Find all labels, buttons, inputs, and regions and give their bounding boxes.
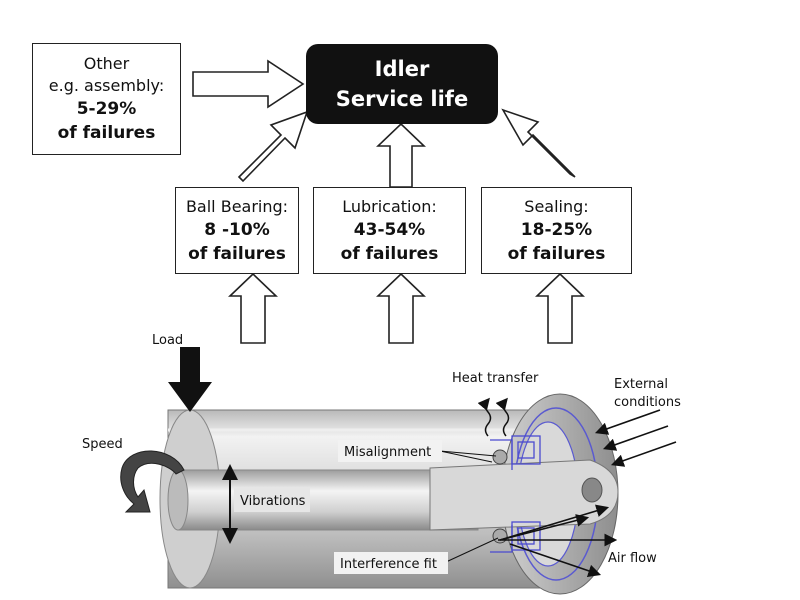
air-flow-arrows [498, 504, 618, 577]
heat-transfer-arrows [477, 397, 510, 437]
lubrication-percent: 43-54% [353, 219, 426, 240]
sealing-percent: 18-25% [520, 219, 593, 240]
misalignment-label: Misalignment [344, 445, 431, 460]
external-conditions-label-line1: External [614, 377, 668, 392]
ball-bearing-label: Ball Bearing: [185, 196, 289, 216]
arrow-bearing-to-main [237, 110, 309, 183]
speed-label: Speed [82, 437, 123, 452]
arrow-up-sealing [535, 272, 585, 344]
arrow-up-bearing [228, 272, 278, 344]
ball-bearing-percent: 8 -10% [204, 219, 270, 240]
external-conditions-arrows [594, 409, 677, 467]
other-title: Other [83, 54, 130, 73]
load-arrow [168, 347, 212, 412]
arrow-other-to-main [192, 59, 305, 109]
other-failures-box: Other e.g. assembly: 5-29% of failures [32, 43, 181, 155]
arrow-sealing-to-main [501, 108, 576, 178]
main-title-line1: Idler [374, 57, 430, 81]
other-suffix: of failures [57, 123, 156, 143]
interference-fit-leader [445, 537, 499, 563]
misalignment-leaders [439, 450, 497, 463]
heat-transfer-label: Heat transfer [452, 371, 539, 386]
lubrication-box: Lubrication: 43-54% of failures [313, 187, 466, 274]
ball-bearing-suffix: of failures [188, 243, 286, 264]
sealing-box: Sealing: 18-25% of failures [481, 187, 632, 274]
other-example: e.g. assembly: [48, 76, 165, 95]
lubrication-suffix: of failures [340, 243, 439, 264]
speed-arrow [120, 450, 185, 513]
sealing-suffix: of failures [507, 243, 606, 264]
air-flow-label: Air flow [608, 551, 657, 566]
arrow-lubrication-to-main [376, 122, 426, 188]
other-percent: 5-29% [76, 99, 137, 119]
sealing-label: Sealing: [524, 196, 589, 216]
external-conditions-label-line2: conditions [614, 395, 681, 410]
arrow-up-lubrication [376, 272, 426, 344]
ball-bearing-box: Ball Bearing: 8 -10% of failures [175, 187, 299, 274]
idler-service-life-box: Idler Service life [306, 44, 498, 124]
main-title-line2: Service life [335, 87, 469, 111]
vibrations-label: Vibrations [240, 494, 306, 509]
lubrication-label: Lubrication: [342, 196, 437, 216]
load-label: Load [152, 333, 183, 348]
interference-fit-label: Interference fit [340, 557, 437, 572]
